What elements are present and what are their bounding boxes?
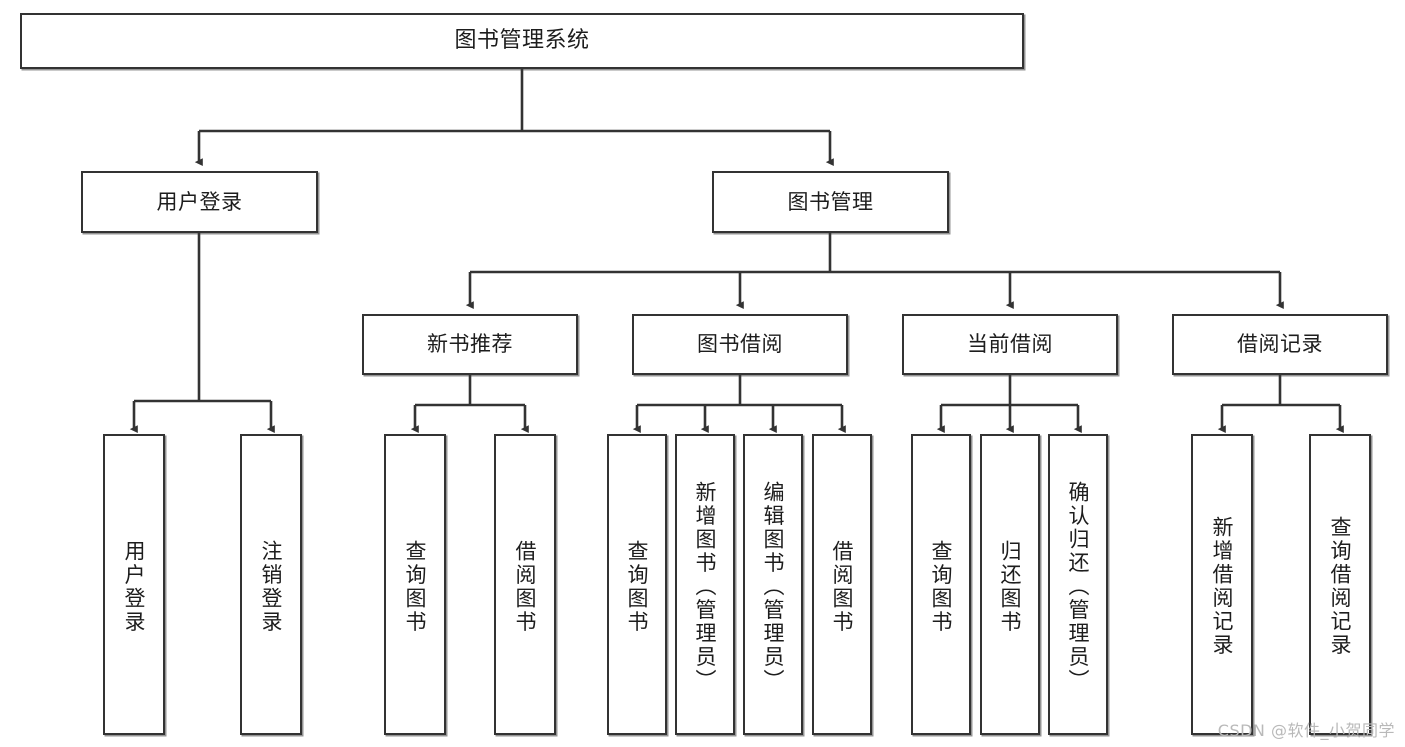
- node-label: 借阅图书: [513, 539, 538, 634]
- leaf-query-borrow-record[interactable]: 查询借阅记录: [1309, 434, 1371, 735]
- leaf-confirm-return-admin[interactable]: 确认归还（管理员）: [1048, 434, 1108, 735]
- node-label: 确认归还（管理员）: [1066, 480, 1091, 693]
- node-new-book-recommend[interactable]: 新书推荐: [362, 314, 578, 375]
- leaf-add-borrow-record[interactable]: 新增借阅记录: [1191, 434, 1253, 735]
- node-label: 查询图书: [625, 539, 650, 634]
- leaf-add-book-admin[interactable]: 新增图书（管理员）: [675, 434, 735, 735]
- node-borrow-record[interactable]: 借阅记录: [1172, 314, 1388, 375]
- node-label: 查询借阅记录: [1328, 516, 1353, 657]
- node-label: 注销登录: [259, 539, 284, 634]
- node-label: 新书推荐: [427, 332, 513, 357]
- leaf-query-book-borrow[interactable]: 查询图书: [607, 434, 667, 735]
- node-label: 当前借阅: [967, 332, 1053, 357]
- node-label: 查询图书: [403, 539, 428, 634]
- node-book-borrow[interactable]: 图书借阅: [632, 314, 848, 375]
- node-label: 编辑图书（管理员）: [761, 480, 786, 693]
- node-label: 借阅记录: [1237, 332, 1323, 357]
- leaf-return-book[interactable]: 归还图书: [980, 434, 1040, 735]
- node-label: 图书借阅: [697, 332, 783, 357]
- node-label: 新增图书（管理员）: [693, 480, 718, 693]
- node-label: 用户登录: [122, 539, 147, 634]
- leaf-edit-book-admin[interactable]: 编辑图书（管理员）: [743, 434, 803, 735]
- node-current-borrow[interactable]: 当前借阅: [902, 314, 1118, 375]
- leaf-query-book-recommend[interactable]: 查询图书: [384, 434, 446, 735]
- leaf-user-login[interactable]: 用户登录: [103, 434, 165, 735]
- node-label: 借阅图书: [830, 539, 855, 634]
- node-label: 用户登录: [156, 189, 243, 214]
- node-label: 查询图书: [929, 539, 954, 634]
- node-label: 归还图书: [998, 539, 1023, 634]
- leaf-query-book-current[interactable]: 查询图书: [911, 434, 971, 735]
- leaf-logout-login[interactable]: 注销登录: [240, 434, 302, 735]
- leaf-borrow-book[interactable]: 借阅图书: [812, 434, 872, 735]
- node-root-system[interactable]: 图书管理系统: [20, 13, 1024, 69]
- node-label: 新增借阅记录: [1210, 516, 1235, 657]
- leaf-borrow-book-recommend[interactable]: 借阅图书: [494, 434, 556, 735]
- node-label: 图书管理系统: [454, 28, 590, 54]
- node-label: 图书管理: [787, 189, 874, 214]
- node-book-management[interactable]: 图书管理: [712, 171, 949, 233]
- watermark-text: CSDN @软件_小贺同学: [1217, 721, 1395, 740]
- node-user-login[interactable]: 用户登录: [81, 171, 318, 233]
